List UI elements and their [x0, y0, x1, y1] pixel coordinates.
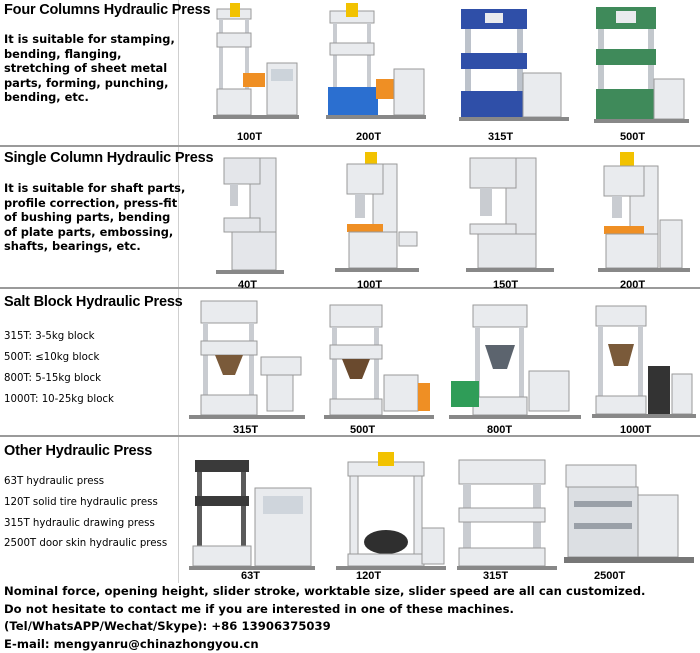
- machine-image-single-column-100t: 100T: [325, 150, 425, 291]
- section-title: Salt Block Hydraulic Press: [4, 294, 183, 310]
- footer-line-email: E-mail: mengyanru@chinazhongyou.cn: [4, 636, 259, 651]
- machine-caption: 40T: [238, 279, 257, 291]
- machine-caption: 200T: [356, 131, 382, 143]
- machine-image-salt-block-315t: 315T: [185, 295, 310, 436]
- machine-image-four-column-100t: 100T: [195, 3, 305, 143]
- section-title: Single Column Hydraulic Press: [4, 150, 214, 166]
- section-salt-block: Salt Block Hydraulic Press 315T: 3-5kg b…: [0, 289, 700, 437]
- machine-image-single-column-200t: 200T: [590, 150, 695, 291]
- section-title: Other Hydraulic Press: [4, 443, 153, 459]
- machine-caption: 150T: [493, 279, 519, 291]
- spec-line: 120T solid tire hydraulic press: [4, 497, 158, 508]
- machine-caption: 100T: [357, 279, 383, 291]
- section-single-column: Single Column Hydraulic Press It is suit…: [0, 147, 700, 289]
- spec-line: 500T: ≤10kg block: [4, 352, 100, 363]
- machine-caption: 500T: [620, 131, 646, 143]
- machine-image-four-column-200t: 200T: [318, 3, 433, 143]
- machine-caption: 315T: [483, 570, 509, 582]
- spec-line: 2500T door skin hydraulic press: [4, 538, 168, 549]
- machine-caption: 100T: [237, 131, 263, 143]
- machine-caption: 500T: [350, 424, 376, 436]
- machine-caption: 2500T: [594, 570, 626, 582]
- machine-caption: 120T: [356, 570, 382, 582]
- spec-line: 1000T: 10-25kg block: [4, 394, 114, 405]
- machine-caption: 315T: [233, 424, 259, 436]
- footer-line-customization: Nominal force, opening height, slider st…: [4, 584, 646, 598]
- machine-image-single-column-150t: 150T: [460, 150, 560, 291]
- machine-image-315t-drawing-press: 315T: [455, 452, 560, 582]
- machine-caption: 800T: [487, 424, 513, 436]
- machine-caption: 315T: [488, 131, 514, 143]
- section-four-columns: Four Columns Hydraulic Press It is suita…: [0, 0, 700, 147]
- machine-image-63t-press: 63T: [185, 452, 320, 582]
- section-other: Other Hydraulic Press 63T hydraulic pres…: [0, 437, 700, 583]
- machine-image-salt-block-800t: 800T: [445, 295, 585, 436]
- machine-caption: 200T: [620, 279, 646, 291]
- footer-contact: Nominal force, opening height, slider st…: [4, 583, 698, 653]
- machine-image-salt-block-1000t: 1000T: [590, 300, 698, 436]
- footer-line-contact-invite: Do not hesitate to contact me if you are…: [4, 601, 514, 616]
- spec-line: 315T: 3-5kg block: [4, 331, 95, 342]
- machine-image-salt-block-500t: 500T: [320, 295, 440, 436]
- section-title: Four Columns Hydraulic Press: [4, 2, 211, 18]
- machine-image-four-column-500t: 500T: [590, 3, 695, 143]
- spec-line: 63T hydraulic press: [4, 476, 105, 487]
- section-description: It is suitable for shaft parts, profile …: [4, 181, 186, 253]
- machine-image-single-column-40t: 40T: [210, 152, 290, 291]
- section-description: It is suitable for stamping, bending, fl…: [4, 32, 175, 104]
- machine-image-2500t-door-skin-press: 2500T: [560, 455, 698, 582]
- spec-line: 800T: 5-15kg block: [4, 373, 101, 384]
- machine-image-120t-tire-press: 120T: [330, 450, 450, 582]
- machine-caption: 63T: [241, 570, 260, 582]
- spec-line: 315T hydraulic drawing press: [4, 518, 155, 529]
- machine-caption: 1000T: [620, 424, 652, 436]
- footer-line-phone: (Tel/WhatsAPP/Wechat/Skype): +86 1390637…: [4, 619, 331, 634]
- machine-image-four-column-315t: 315T: [455, 3, 575, 143]
